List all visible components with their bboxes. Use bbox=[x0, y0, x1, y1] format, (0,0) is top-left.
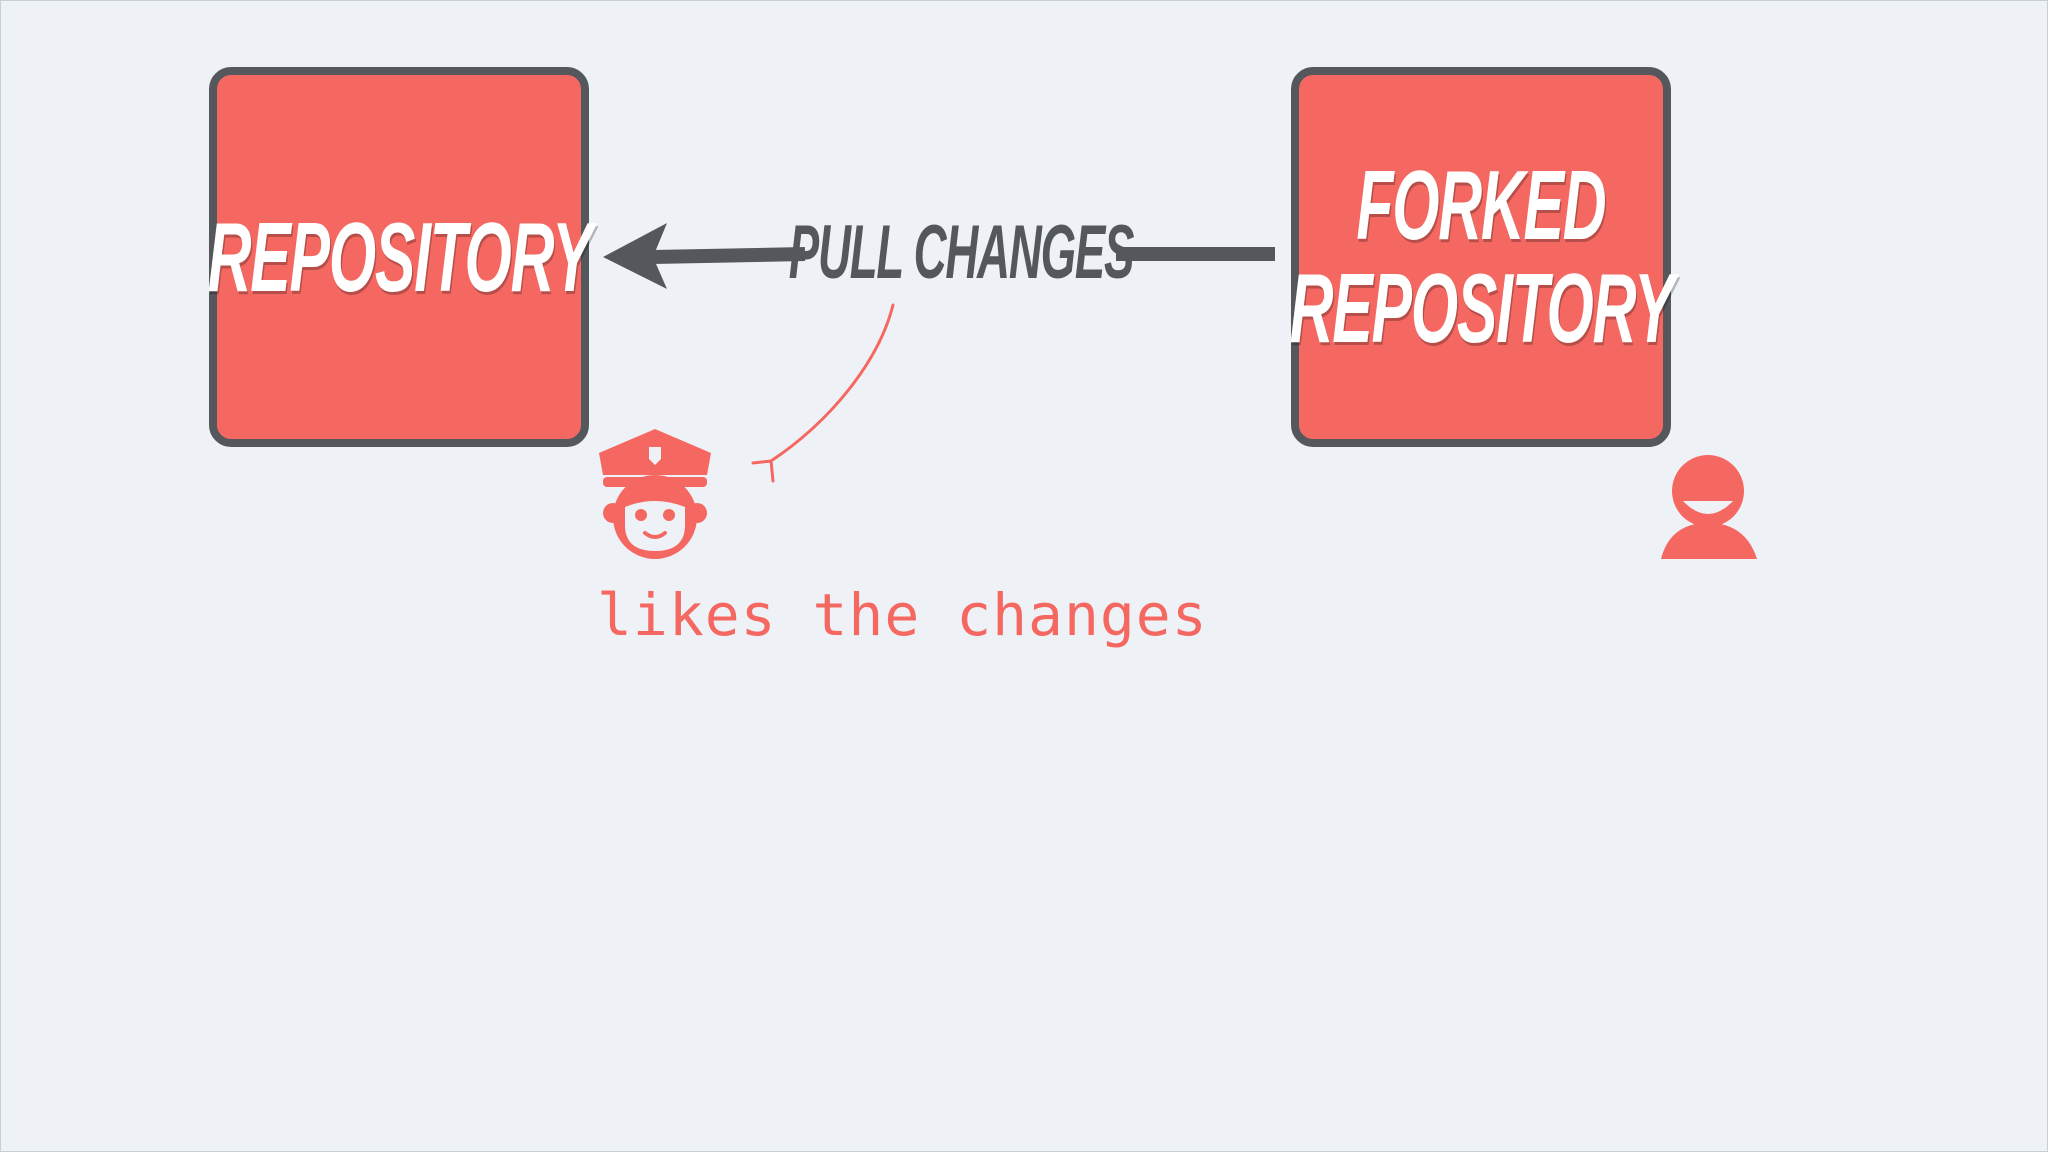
repository-label: REPOSITORY bbox=[207, 201, 592, 312]
police-officer-icon bbox=[599, 429, 711, 559]
forked-label-line2: REPOSITORY bbox=[1289, 253, 1674, 363]
curved-arrow-line bbox=[769, 303, 895, 463]
forked-label-line1: FORKED bbox=[1356, 150, 1606, 261]
arrow-shaft-left bbox=[652, 247, 806, 264]
pull-changes-label: PULL CHANGES bbox=[788, 209, 1135, 295]
forked-repository-box: FORKED REPOSITORY bbox=[1289, 67, 1674, 447]
arrow-head bbox=[603, 223, 667, 289]
curved-arrow-head bbox=[751, 459, 775, 483]
repository-box: REPOSITORY bbox=[207, 67, 592, 447]
user-icon bbox=[1661, 455, 1757, 559]
likes-changes-note: likes the changes bbox=[597, 581, 1208, 649]
